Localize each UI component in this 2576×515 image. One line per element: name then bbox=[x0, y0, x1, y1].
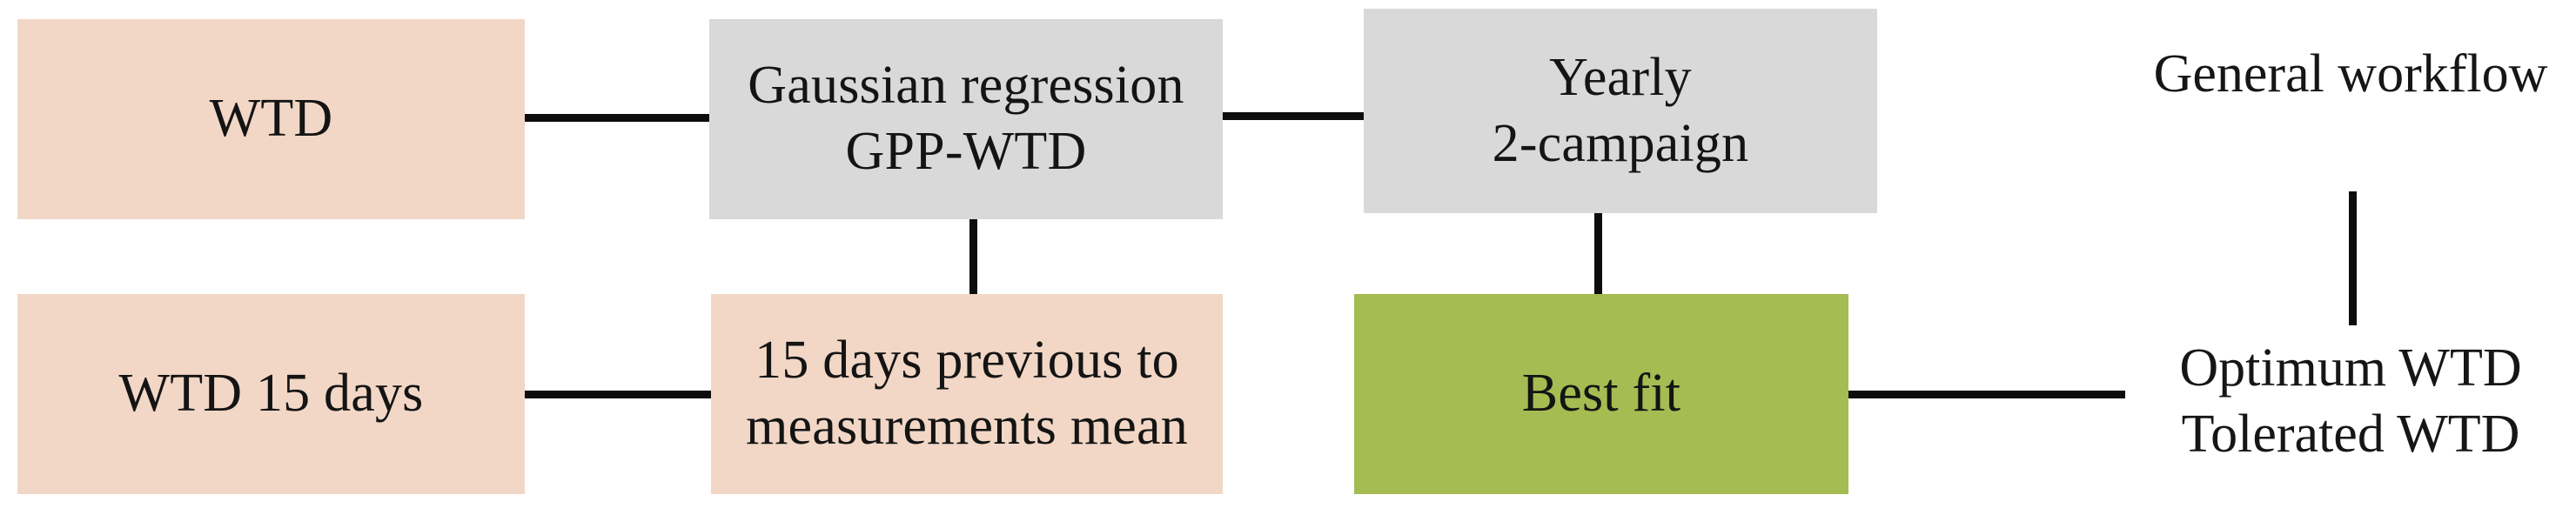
node-wtd[interactable]: WTD bbox=[17, 19, 525, 219]
node-15-days-previous-mean[interactable]: 15 days previous to measurements mean bbox=[711, 294, 1223, 494]
node-best-fit[interactable]: Best fit bbox=[1354, 294, 1848, 494]
node-yearly-2-campaign-label: Yearly 2-campaign bbox=[1372, 45, 1868, 177]
edge-gaussian-to-yearly bbox=[1221, 112, 1365, 120]
node-wtd-line-1: WTD bbox=[209, 89, 333, 149]
edge-wtd-to-gaussian bbox=[523, 114, 711, 122]
node-best-fit-line-1: Best fit bbox=[1521, 364, 1681, 424]
node-best-fit-label: Best fit bbox=[1363, 361, 1840, 427]
node-wtd-15-days-label: WTD 15 days bbox=[26, 361, 516, 427]
node-wtd-15-days-line-1: WTD 15 days bbox=[118, 364, 424, 424]
edge-yearly-to-best-fit bbox=[1594, 211, 1602, 297]
edge-best-fit-to-outputs bbox=[1845, 391, 2125, 398]
annotation-general-workflow-line-1: General workflow bbox=[2153, 44, 2548, 104]
node-15-days-previous-mean-line-2: measurements mean bbox=[746, 397, 1188, 456]
node-gaussian-regression-line-2: GPP-WTD bbox=[845, 122, 1087, 181]
node-15-days-previous-mean-line-1: 15 days previous to bbox=[755, 331, 1179, 391]
node-wtd-15-days[interactable]: WTD 15 days bbox=[17, 294, 525, 494]
node-yearly-2-campaign-line-1: Yearly bbox=[1549, 47, 1692, 107]
node-yearly-2-campaign[interactable]: Yearly 2-campaign bbox=[1364, 9, 1877, 213]
edge-general-workflow-to-outputs bbox=[2349, 191, 2357, 325]
annotation-general-workflow: General workflow bbox=[2125, 42, 2576, 108]
node-gaussian-regression[interactable]: Gaussian regression GPP-WTD bbox=[709, 19, 1223, 219]
node-15-days-previous-mean-label: 15 days previous to measurements mean bbox=[720, 328, 1214, 459]
annotation-outputs: Optimum WTD Tolerated WTD bbox=[2125, 336, 2576, 467]
annotation-outputs-line-2: Tolerated WTD bbox=[2181, 404, 2520, 464]
edge-wtd15-to-15-days-mean bbox=[523, 391, 711, 398]
node-gaussian-regression-label: Gaussian regression GPP-WTD bbox=[718, 53, 1214, 184]
node-yearly-2-campaign-line-2: 2-campaign bbox=[1492, 113, 1749, 173]
annotation-outputs-line-1: Optimum WTD bbox=[2179, 338, 2522, 398]
edge-gaussian-to-15-days-mean bbox=[969, 217, 977, 297]
node-wtd-label: WTD bbox=[26, 86, 516, 152]
node-gaussian-regression-line-1: Gaussian regression bbox=[748, 56, 1184, 116]
